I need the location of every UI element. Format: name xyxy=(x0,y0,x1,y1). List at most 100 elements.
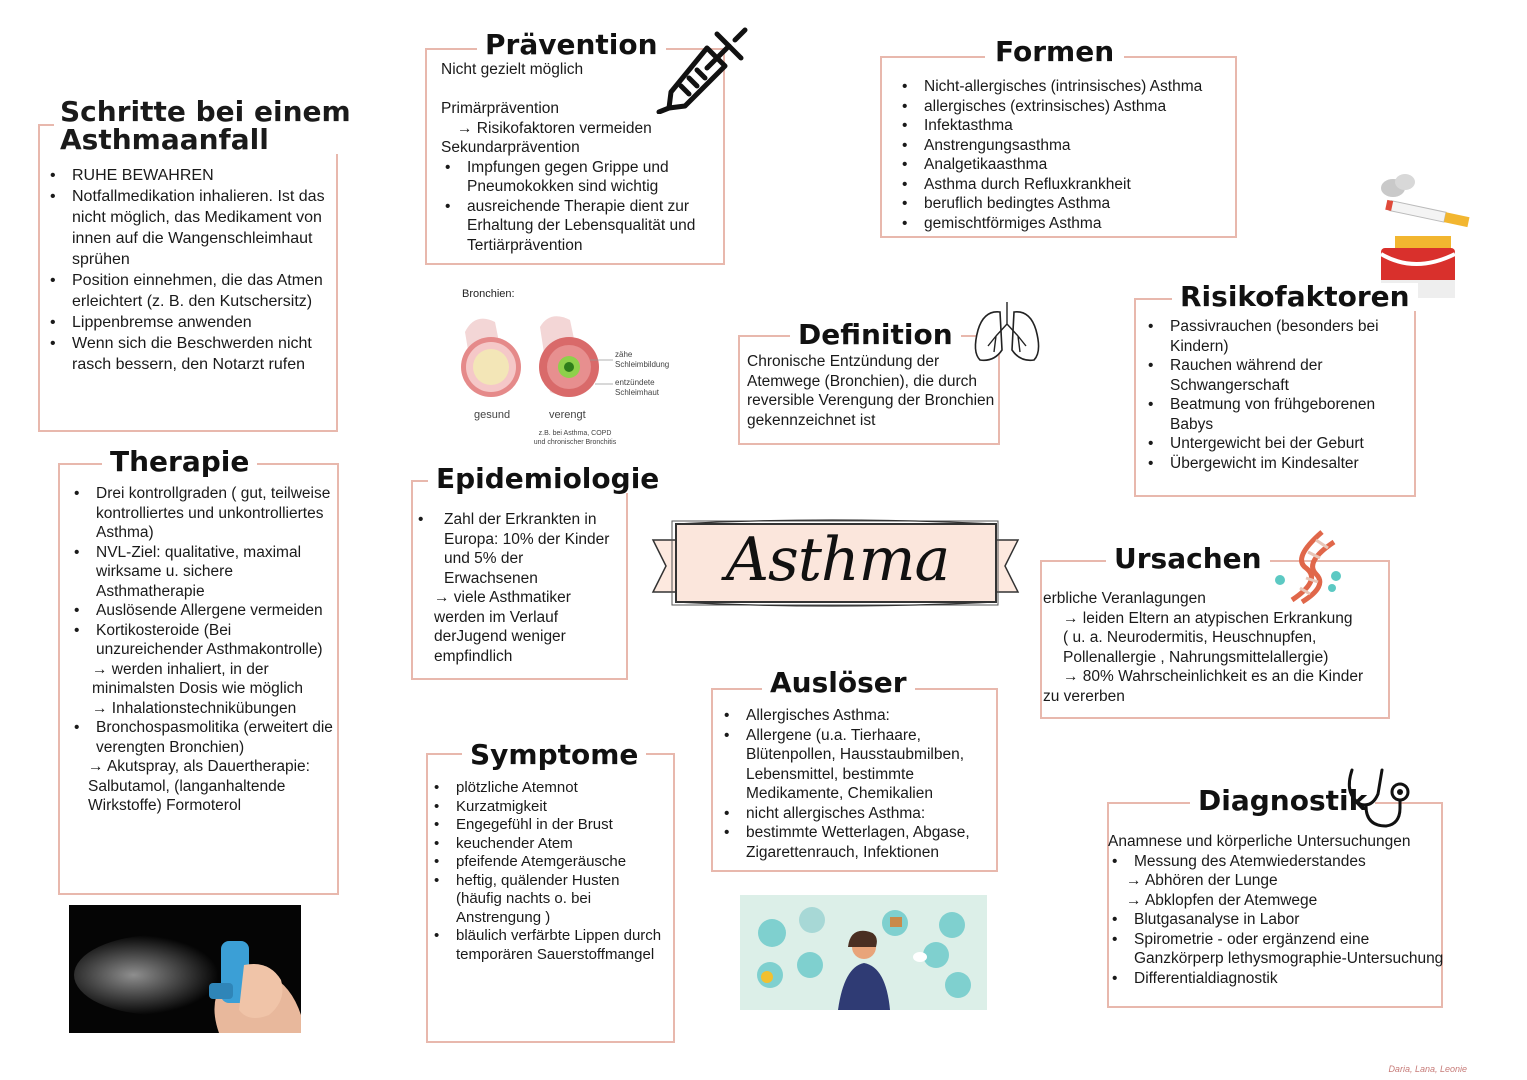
formen-title: Formen xyxy=(985,38,1125,66)
list-item: Zahl der Erkrankten in Europa: 10% der K… xyxy=(414,510,614,588)
ursachen-line1: erbliche Veranlagungen xyxy=(1043,590,1206,607)
list-item: Infektasthma xyxy=(898,116,1238,136)
praevention-secondary: Sekundarprävention xyxy=(441,139,580,156)
diagnostik-list-2: Blutgasanalyse in Labor Spirometrie - od… xyxy=(1108,910,1444,988)
list-item: Position einnehmen, die das Atmen erleic… xyxy=(46,270,338,312)
dna-icon xyxy=(1275,530,1341,604)
list-item: Engegefühl in der Brust xyxy=(430,816,668,835)
bronchi-illustration xyxy=(461,316,613,397)
ursachen-title: Ursachen xyxy=(1106,545,1270,573)
schritte-list: RUHE BEWAHREN Notfallmedikation inhalier… xyxy=(46,165,338,375)
list-item: Kurzatmigkeit xyxy=(430,798,668,817)
list-item: Übergewicht im Kindesalter xyxy=(1144,454,1414,474)
list-item: Beatmung von frühgeborenen Babys xyxy=(1144,395,1414,434)
epidemiologie-content: Zahl der Erkrankten in Europa: 10% der K… xyxy=(414,510,614,666)
praevention-title: Prävention xyxy=(477,31,666,59)
list-item: Kortikosteroide (Bei unzureichender Asth… xyxy=(70,621,338,660)
list-item: Messung des Atemwiederstandes xyxy=(1108,852,1444,872)
list-item: Drei kontrollgraden ( gut, teilweise kon… xyxy=(70,484,338,543)
asthma-title: Asthma xyxy=(725,525,951,595)
epidemiologie-list: Zahl der Erkrankten in Europa: 10% der K… xyxy=(414,510,614,588)
praevention-primary: Primärprävention xyxy=(441,100,560,117)
list-item: ausreichende Therapie dient zur Erhaltun… xyxy=(441,197,723,256)
therapie-title: Therapie xyxy=(102,448,258,476)
schritte-title: Schritte bei einem Asthmaanfall xyxy=(54,98,357,154)
list-item: Allergene (u.a. Tierhaare, Blütenpollen,… xyxy=(720,726,998,804)
list-item: Impfungen gegen Grippe und Pneumokokken … xyxy=(441,158,723,197)
list-item: allergisches (extrinsisches) Asthma xyxy=(898,97,1238,117)
allergens-illustration xyxy=(740,895,987,1010)
ursachen-content: erbliche Veranlagungen → leiden Eltern a… xyxy=(1043,589,1389,706)
list-item: pfeifende Atemgeräusche xyxy=(430,853,668,872)
risikofaktoren-list: Passivrauchen (besonders bei Kindern) Ra… xyxy=(1144,317,1414,473)
therapie-sub3: → Akutspray, als Dauertherapie: Salbutam… xyxy=(88,758,310,814)
diagnostik-title: Diagnostik xyxy=(1190,787,1376,815)
bronchien-label-healthy: gesund xyxy=(474,409,511,421)
list-item: bestimmte Wetterlagen, Abgase, Zigarette… xyxy=(720,823,998,862)
list-item: Rauchen während der Schwangerschaft xyxy=(1144,356,1414,395)
list-item: RUHE BEWAHREN xyxy=(46,165,338,186)
list-item: Untergewicht bei der Geburt xyxy=(1144,434,1414,454)
epidemiologie-title: Epidemiologie xyxy=(428,465,668,493)
cigarette-pack-icon xyxy=(1379,174,1470,298)
list-item: keuchender Atem xyxy=(430,835,668,854)
list-item: plötzliche Atemnot xyxy=(430,779,668,798)
lungs-icon xyxy=(974,302,1040,362)
definition-text: Chronische Entzündung der Atemwege (Bron… xyxy=(747,353,995,429)
ursachen-sub1: → leiden Eltern an atypischen Erkrankung xyxy=(1063,609,1353,627)
list-item: Spirometrie - oder ergänzend eine Ganzkö… xyxy=(1108,930,1444,969)
definition-title: Definition xyxy=(790,321,961,349)
therapie-content: Drei kontrollgraden ( gut, teilweise kon… xyxy=(70,484,338,816)
symptome-list: plötzliche Atemnot Kurzatmigkeit Engegef… xyxy=(430,779,668,964)
ursachen-sub2: ( u. a. Neurodermitis, Heuschnupfen, Pol… xyxy=(1063,629,1329,666)
list-item: Notfallmedikation inhalieren. Ist das ni… xyxy=(46,186,338,270)
list-item: Passivrauchen (besonders bei Kindern) xyxy=(1144,317,1414,356)
praevention-line1: Nicht gezielt möglich xyxy=(441,61,584,78)
stethoscope-icon xyxy=(1347,768,1410,828)
allergen-icons xyxy=(757,907,971,1010)
list-item: Wenn sich die Beschwerden nicht rasch be… xyxy=(46,333,338,375)
list-item: Blutgasanalyse in Labor xyxy=(1108,910,1444,930)
schritte-title-line2: Asthmaanfall xyxy=(60,123,269,156)
list-item: nicht allergisches Asthma: xyxy=(720,804,998,824)
list-item: Allergisches Asthma: xyxy=(720,706,998,726)
therapie-list: Drei kontrollgraden ( gut, teilweise kon… xyxy=(70,484,338,660)
praevention-content: Nicht gezielt möglich Primärprävention →… xyxy=(441,60,723,255)
bronchien-caption-line1: z.B. bei Asthma, COPD xyxy=(538,430,612,437)
symptome-title: Symptome xyxy=(462,741,647,769)
list-item: NVL-Ziel: qualitative, maximal wirksame … xyxy=(70,543,338,602)
bronchien-note2: entzündete Schleimhaut xyxy=(615,378,660,397)
list-item: heftig, quälender Husten (häufig nachts … xyxy=(430,872,668,928)
list-item: Asthma durch Refluxkrankheit xyxy=(898,175,1238,195)
bronchien-caption-line2: und chronischer Bronchitis xyxy=(533,439,617,446)
diagnostik-line1: Anamnese und körperliche Untersuchungen xyxy=(1108,833,1411,850)
formen-list: Nicht-allergisches (intrinsisches) Asthm… xyxy=(898,77,1238,233)
bronchien-note1: zähe Schleimbildung xyxy=(615,350,670,369)
list-item: Nicht-allergisches (intrinsisches) Asthm… xyxy=(898,77,1238,97)
asthma-banner xyxy=(651,519,1020,607)
signature: Daria, Lana, Leonie xyxy=(1388,1064,1467,1074)
inhaler-photo xyxy=(69,905,301,1033)
therapie-sub1: → werden inhaliert, in der minimalsten D… xyxy=(92,660,304,698)
ursachen-sub3: → 80% Wahrscheinlichkeit es an die Kinde… xyxy=(1063,668,1364,685)
bronchien-heading: Bronchien: xyxy=(462,288,515,300)
ausloeser-title: Auslöser xyxy=(762,669,915,697)
list-item: Bronchospasmolitika (erweitert die veren… xyxy=(70,718,338,757)
bronchien-caption: z.B. bei Asthma, COPD und chronischer Br… xyxy=(520,429,630,447)
diagnostik-content: Anamnese und körperliche Untersuchungen … xyxy=(1108,832,1444,988)
syringe-icon xyxy=(656,27,748,114)
diagnostik-sub1: → Abhören der Lunge xyxy=(1126,872,1278,889)
bronchien-label-narrow: verengt xyxy=(549,409,586,421)
list-item: beruflich bedingtes Asthma xyxy=(898,194,1238,214)
list-item: Lippenbremse anwenden xyxy=(46,312,338,333)
therapie-list-2: Bronchospasmolitika (erweitert die veren… xyxy=(70,718,338,757)
list-item: gemischtförmiges Asthma xyxy=(898,214,1238,234)
ausloeser-list: Allergisches Asthma: Allergene (u.a. Tie… xyxy=(720,706,998,862)
list-item: Anstrengungsasthma xyxy=(898,136,1238,156)
risikofaktoren-title: Risikofaktoren xyxy=(1172,283,1418,311)
diagnostik-list: Messung des Atemwiederstandes xyxy=(1108,852,1444,872)
praevention-list: Impfungen gegen Grippe und Pneumokokken … xyxy=(441,158,723,256)
epidemiologie-sub: → viele Asthmatiker werden im Verlauf de… xyxy=(434,589,571,665)
inhaler-icon xyxy=(74,935,301,1033)
diagnostik-sub2: → Abklopfen der Atemwege xyxy=(1126,891,1318,909)
